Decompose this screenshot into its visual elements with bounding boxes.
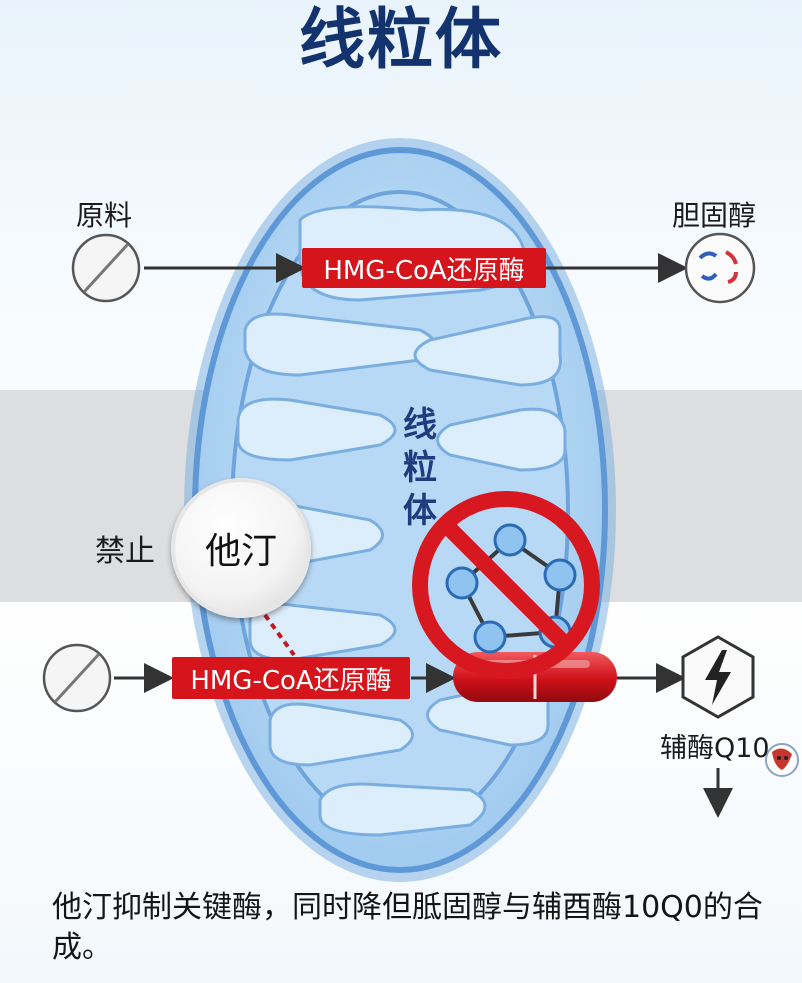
inhibit-label: 禁止 — [95, 534, 155, 569]
coq10-label: 辅酶Q10 — [660, 733, 770, 764]
statin-tablet: 他汀 — [171, 478, 311, 618]
enzyme-box-bottom: HMG-CoA还原酶 — [172, 657, 410, 699]
cholesterol-label: 胆固醇 — [672, 199, 757, 232]
mascot-sticker-icon — [765, 743, 799, 777]
page-title: 线粒体 — [299, 1, 503, 78]
prohibition-icon — [412, 491, 600, 679]
raw-material-tablet-icon — [71, 233, 141, 303]
inhibition-dashed-line — [263, 613, 296, 657]
enzyme-box-top: HMG-CoA还原酶 — [302, 248, 546, 288]
cholesterol-molecule-icon — [684, 232, 756, 304]
lightning-icon — [681, 635, 755, 719]
raw-material-tablet-icon-bottom — [42, 643, 112, 713]
caption-text: 他汀抑制关键酶，同时降但胝固醇与辅酉酶10Q0的合成。 — [52, 890, 763, 965]
raw-material-label: 原料 — [76, 199, 133, 232]
mitochondrion-label: 线粒体 — [403, 405, 437, 531]
